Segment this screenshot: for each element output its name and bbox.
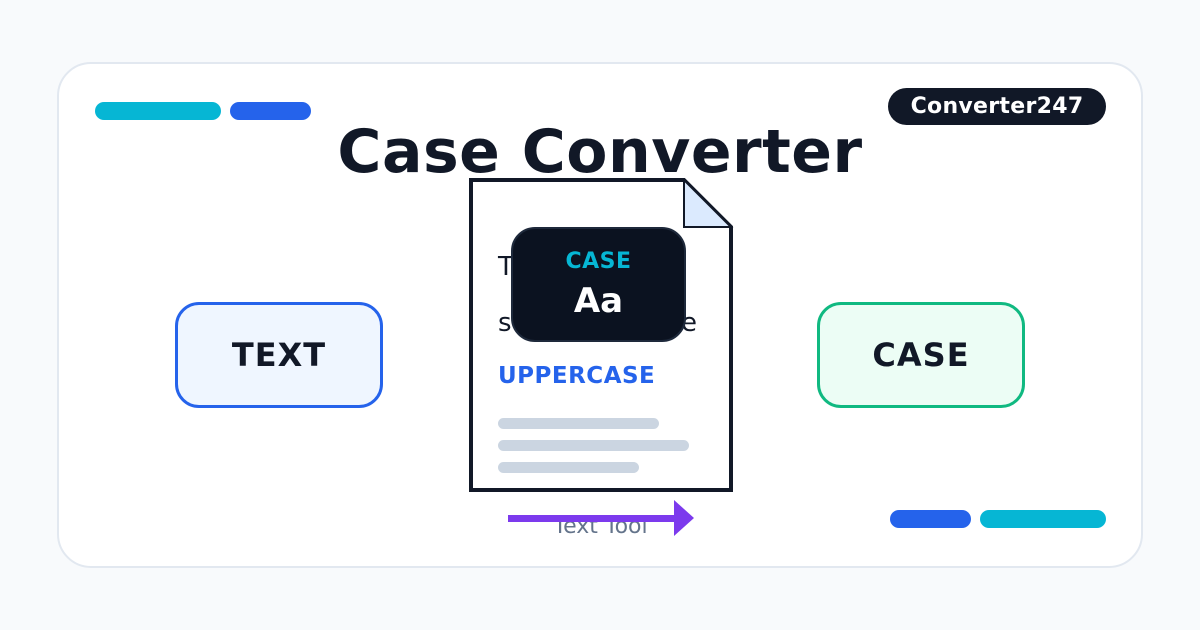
output-case-label: CASE: [872, 336, 970, 374]
case-badge: CASE Aa: [511, 227, 686, 342]
badge-case-label: CASE: [565, 249, 632, 274]
decor-pill-blue-bottom: [890, 510, 971, 528]
uppercase-label: UPPERCASE: [498, 363, 656, 389]
input-text-box: TEXT: [175, 302, 383, 408]
decor-pill-cyan-top: [95, 102, 221, 120]
decor-pill-cyan-bottom: [980, 510, 1106, 528]
doc-text-fragment-1: T: [498, 252, 514, 282]
page-title: Case Converter: [337, 117, 863, 187]
input-text-label: TEXT: [231, 336, 327, 374]
badge-aa-glyph: Aa: [573, 281, 624, 321]
doc-placeholder-line-1: [498, 418, 659, 429]
output-case-box: CASE: [817, 302, 1025, 408]
arrow-right-icon: [508, 500, 694, 536]
doc-text-fragment-2: s: [498, 308, 512, 338]
brand-badge: Converter247: [888, 88, 1106, 125]
doc-placeholder-line-3: [498, 462, 639, 473]
decor-pill-blue-top: [230, 102, 311, 120]
doc-placeholder-line-2: [498, 440, 689, 451]
